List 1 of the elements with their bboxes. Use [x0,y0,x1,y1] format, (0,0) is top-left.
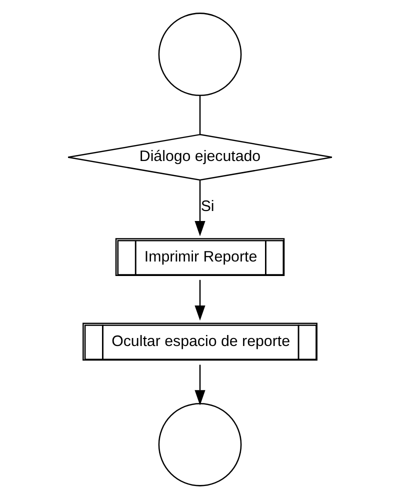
edge-label: Si [200,198,214,216]
